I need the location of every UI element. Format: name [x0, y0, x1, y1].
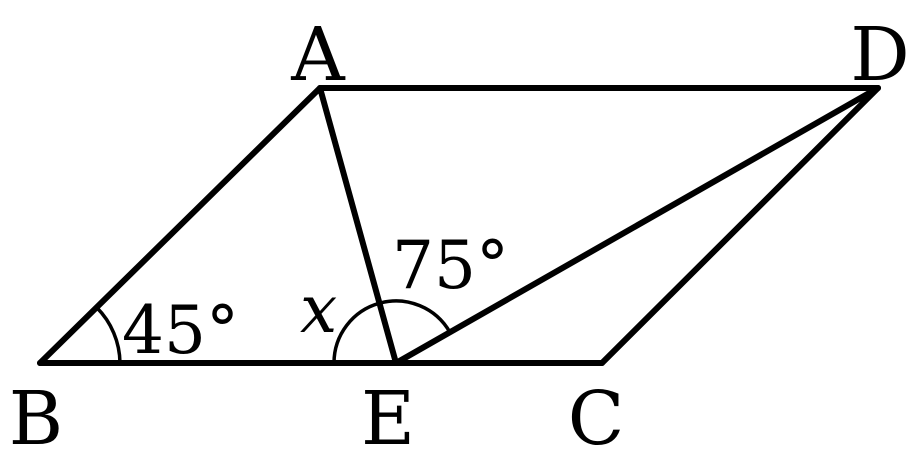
angle-label-75: 75° — [392, 227, 509, 304]
angle-arc-B — [95, 306, 122, 364]
segment-ED — [393, 85, 881, 366]
angle-arc-x — [332, 301, 380, 364]
vertex-label-B: B — [9, 376, 63, 462]
vertex-label-E: E — [361, 376, 415, 462]
vertex-label-D: D — [850, 12, 909, 98]
vertex-label-C: C — [568, 376, 625, 462]
side-CD — [599, 85, 881, 366]
side-AB — [37, 85, 323, 366]
angle-arc-75 — [379, 299, 452, 334]
vertex-label-A: A — [290, 12, 346, 98]
angle-label-45: 45° — [122, 292, 239, 369]
angle-label-x: x — [300, 271, 337, 348]
segment-AE — [317, 85, 399, 366]
